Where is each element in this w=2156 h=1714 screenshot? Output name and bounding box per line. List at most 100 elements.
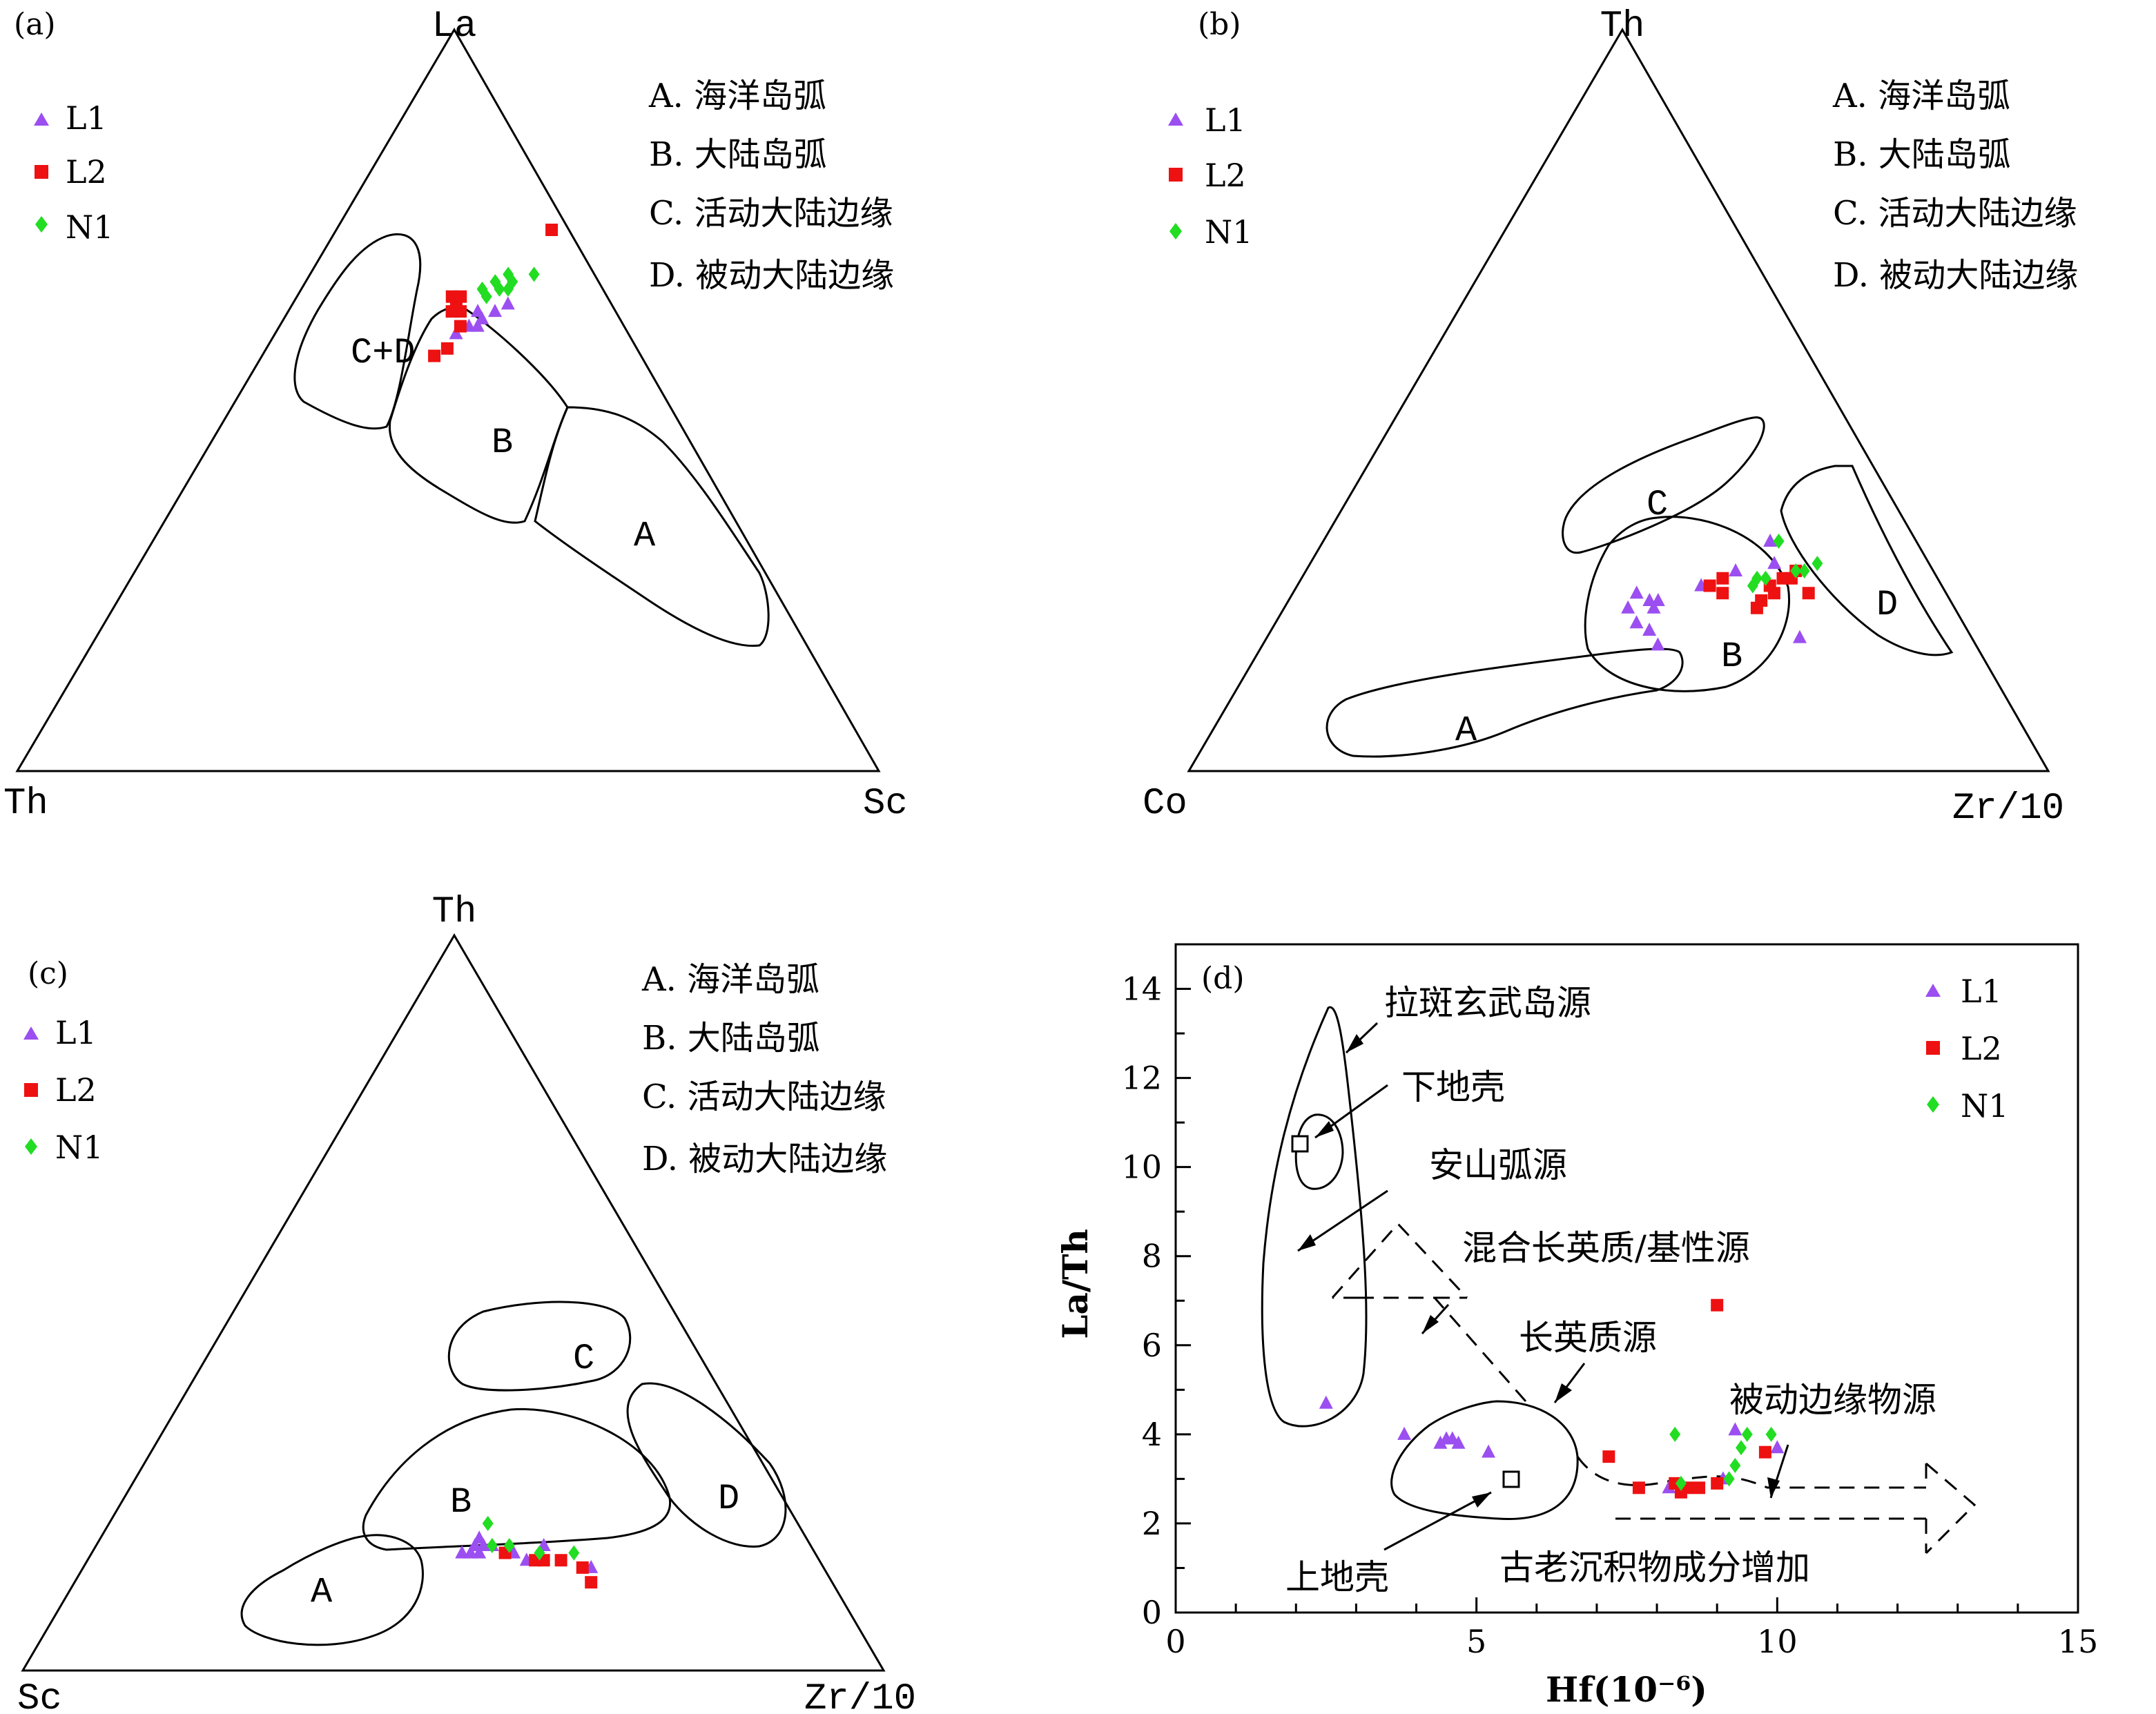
data-point-l2: [1602, 1450, 1615, 1463]
annotation-mixed: 混合长英质/基性源: [1462, 1228, 1750, 1268]
data-point-n1: [476, 281, 488, 297]
data-point-l1: [1629, 585, 1644, 599]
annotation-passive: 被动边缘物源: [1729, 1380, 1936, 1420]
data-point-l1: [1451, 1435, 1466, 1449]
legend-label-l2: L2: [1961, 1030, 2002, 1067]
field-tholeiite-outline: [1261, 1006, 1368, 1428]
data-points: [1319, 1298, 1785, 1499]
data-point-l1: [1792, 630, 1807, 643]
upper-crust-marker: [1502, 1470, 1520, 1488]
apex-left-label: Th: [3, 783, 48, 825]
data-point-l1: [1767, 556, 1782, 569]
apex-top-label: Th: [432, 891, 477, 933]
field-label-b: B: [492, 422, 513, 463]
field-c-outline: [1562, 416, 1765, 554]
legend-marker-l2: [24, 1083, 38, 1097]
field-key-a: A. 海洋岛弧: [641, 960, 819, 999]
data-point-l1: [1763, 534, 1778, 547]
legend-label-l2: L2: [66, 153, 107, 191]
panel-label: (a): [14, 7, 56, 42]
data-point-l1: [1642, 592, 1657, 606]
data-point-l2: [576, 1561, 589, 1574]
legend-label-n1: N1: [1961, 1087, 2009, 1124]
annotation-old-sediment: 古老沉积物成分增加: [1499, 1548, 1810, 1588]
data-point-l1: [1433, 1435, 1448, 1449]
field-key-b: B. 大陆岛弧: [649, 135, 827, 174]
data-point-l2: [1716, 587, 1729, 600]
panel-a: (a) La Th Sc C+D B A L1 L2 N1 A. 海洋岛弧 B.…: [3, 6, 908, 825]
y-tick-label: 4: [1142, 1416, 1162, 1453]
field-label-a: A: [634, 516, 656, 556]
field-key-a: A. 海洋岛弧: [648, 77, 826, 115]
field-a-outline: [534, 406, 770, 647]
data-point-l2: [454, 290, 467, 303]
data-point-l2: [545, 223, 559, 236]
annotation-andesite: 安山弧源: [1429, 1145, 1567, 1185]
data-point-l1: [1642, 622, 1657, 636]
field-label-c: C: [573, 1338, 594, 1379]
ternary-frame: [21, 933, 886, 1672]
legend-label-n1: N1: [55, 1129, 104, 1166]
data-point-l2: [1758, 1445, 1771, 1459]
annotation-upper-crust: 上地壳: [1285, 1557, 1389, 1597]
data-point-n1: [1669, 1426, 1681, 1442]
data-point-l1: [472, 1545, 487, 1559]
legend-label-l2: L2: [55, 1071, 97, 1109]
y-tick-label: 12: [1121, 1060, 1162, 1097]
panel-label: (d): [1201, 961, 1245, 996]
legend-marker-l1: [34, 113, 49, 126]
data-point-n1: [568, 1545, 580, 1561]
legend-label-n1: N1: [1205, 213, 1253, 251]
data-point-l1: [1770, 1440, 1785, 1454]
data-point-l2: [440, 342, 454, 355]
data-points: [428, 223, 559, 362]
data-point-n1: [534, 1545, 545, 1561]
apex-right-label: Zr/10: [804, 1678, 916, 1714]
legend-label-l1: L1: [1205, 101, 1246, 139]
field-key-c: C. 活动大陆边缘: [649, 194, 893, 233]
y-axis-label: La/Th: [1055, 1229, 1096, 1338]
legend-marker-n1: [25, 1138, 37, 1155]
data-point-n1: [1741, 1426, 1753, 1442]
data-point-l2: [554, 1554, 567, 1567]
data-point-l2: [1776, 572, 1789, 585]
apex-top-label: La: [432, 6, 477, 48]
data-point-n1: [503, 1537, 515, 1553]
data-point-n1: [502, 281, 514, 297]
data-point-l2: [585, 1576, 598, 1589]
data-point-n1: [494, 281, 505, 297]
field-d-outline: [1780, 465, 1954, 656]
field-key-c: C. 活动大陆边缘: [1833, 194, 2077, 233]
apex-left-label: Sc: [17, 1678, 62, 1714]
data-point-n1: [1773, 534, 1785, 549]
data-point-l1: [1482, 1444, 1496, 1458]
field-label-c: C: [1647, 485, 1668, 525]
data-point-l2: [1693, 1481, 1706, 1494]
legend-marker-n1: [35, 216, 48, 233]
legend-marker-n1: [1169, 223, 1182, 240]
x-tick-label: 0: [1165, 1623, 1185, 1660]
field-cd-outline: [293, 233, 422, 430]
data-point-n1: [1790, 563, 1802, 579]
data-point-n1: [528, 266, 540, 282]
field-a-outline: [1325, 647, 1684, 758]
field-label-a: A: [1455, 710, 1477, 751]
data-points: [455, 1516, 599, 1589]
data-point-l2: [1632, 1481, 1645, 1494]
legend-marker-l2: [35, 165, 48, 179]
apex-right-label: Zr/10: [1952, 788, 2064, 830]
data-point-n1: [1760, 570, 1771, 586]
panel-b: (b) Th Co Zr/10 C B D A L1 L2 N1 A. 海洋岛弧…: [1143, 6, 2078, 830]
y-tick-label: 6: [1142, 1327, 1162, 1364]
field-key-d: D. 被动大陆边缘: [649, 256, 894, 295]
data-point-n1: [1729, 1458, 1741, 1474]
field-key-d: D. 被动大陆边缘: [1833, 256, 2078, 295]
data-point-l1: [1397, 1426, 1412, 1440]
field-b-outline: [388, 306, 569, 524]
field-key-a: A. 海洋岛弧: [1832, 77, 2010, 115]
data-point-n1: [486, 1537, 498, 1553]
data-point-l1: [1651, 637, 1665, 651]
passive-margin-trend: [1576, 1456, 1977, 1555]
field-key-c: C. 活动大陆边缘: [642, 1078, 886, 1116]
